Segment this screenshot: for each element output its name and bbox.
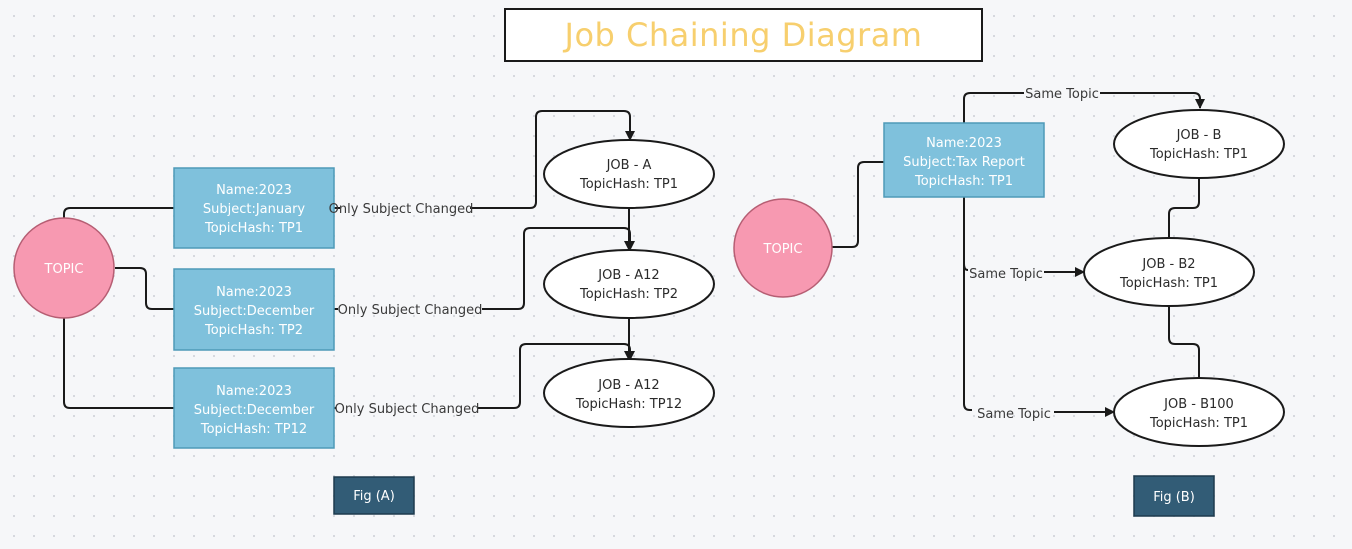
message-name: Name:2023 [216, 285, 292, 300]
job-topichash: TopicHash: TP1 [579, 177, 678, 192]
edge-label: Same Topic [969, 267, 1043, 282]
message-box-1: Name:2023 Subject:January TopicHash: TP1 [173, 167, 335, 249]
message-box-2: Name:2023 Subject:December TopicHash: TP… [173, 268, 335, 351]
job-node-b100: JOB - B100 TopicHash: TP1 [1113, 377, 1285, 447]
job-name: JOB - B100 [1163, 397, 1234, 412]
edge-label: Same Topic [1025, 87, 1099, 102]
connector-topic-to-message-3 [63, 318, 174, 409]
message-topichash: TopicHash: TP12 [200, 422, 307, 437]
message-topichash: TopicHash: TP1 [914, 174, 1013, 189]
job-name: JOB - B [1176, 128, 1222, 143]
message-subject: Subject:December [194, 403, 315, 418]
job-topichash: TopicHash: TP1 [1119, 276, 1218, 291]
connector-message-b-to-job-b [963, 92, 1200, 123]
connector-job-b-to-job-b2 [1168, 178, 1200, 238]
message-topichash: TopicHash: TP1 [204, 221, 303, 236]
topic-label: TOPIC [763, 242, 803, 257]
connector-job-b2-to-job-b100 [1168, 306, 1200, 378]
job-topichash: TopicHash: TP12 [575, 397, 682, 412]
connector-message-1-to-job-a [334, 110, 630, 209]
job-topichash: TopicHash: TP1 [1149, 416, 1248, 431]
connector-message-b-trunk [963, 197, 972, 411]
message-name: Name:2023 [216, 183, 292, 198]
message-subject: Subject:December [194, 304, 315, 319]
job-node-a12-tp12: JOB - A12 TopicHash: TP12 [543, 358, 715, 428]
message-box-b: Name:2023 Subject:Tax Report TopicHash: … [883, 122, 1045, 198]
edge-label: Same Topic [977, 407, 1051, 422]
message-subject: Subject:January [203, 202, 306, 217]
job-name: JOB - A12 [597, 378, 659, 393]
message-name: Name:2023 [926, 136, 1002, 151]
diagram-title: Job Chaining Diagram [504, 8, 983, 62]
fig-a-label: Fig (A) [333, 476, 415, 515]
job-node-a: JOB - A TopicHash: TP1 [543, 139, 715, 209]
edge-label: Only Subject Changed [338, 303, 483, 318]
topic-circle [13, 217, 115, 319]
job-topichash: TopicHash: TP2 [579, 287, 678, 302]
edge-label: Only Subject Changed [335, 402, 480, 417]
job-node-b: JOB - B TopicHash: TP1 [1113, 109, 1285, 179]
edge-label: Only Subject Changed [329, 202, 474, 217]
message-box-3: Name:2023 Subject:December TopicHash: TP… [173, 367, 335, 449]
connector-topic-to-message-2 [115, 267, 174, 310]
job-name: JOB - A12 [597, 268, 659, 283]
message-subject: Subject:Tax Report [903, 155, 1025, 170]
connector-topic-to-message-1 [63, 207, 174, 220]
job-node-a12: JOB - A12 TopicHash: TP2 [543, 249, 715, 319]
fig-b-label: Fig (B) [1133, 475, 1215, 517]
topic-circle [733, 198, 833, 298]
fig-label-text: Fig (B) [1153, 490, 1195, 505]
topic-node-a: TOPIC [13, 217, 115, 319]
job-topichash: TopicHash: TP1 [1149, 147, 1248, 162]
connector-message-b-to-job-b2 [963, 264, 1084, 272]
fig-label-text: Fig (A) [353, 489, 395, 504]
topic-node-b: TOPIC [733, 198, 833, 298]
topic-label: TOPIC [44, 262, 84, 277]
connector-topic-to-message-b [832, 161, 884, 248]
job-name: JOB - B2 [1141, 257, 1195, 272]
job-node-b2: JOB - B2 TopicHash: TP1 [1083, 237, 1255, 307]
job-name: JOB - A [606, 158, 652, 173]
message-name: Name:2023 [216, 384, 292, 399]
message-topichash: TopicHash: TP2 [204, 323, 303, 338]
